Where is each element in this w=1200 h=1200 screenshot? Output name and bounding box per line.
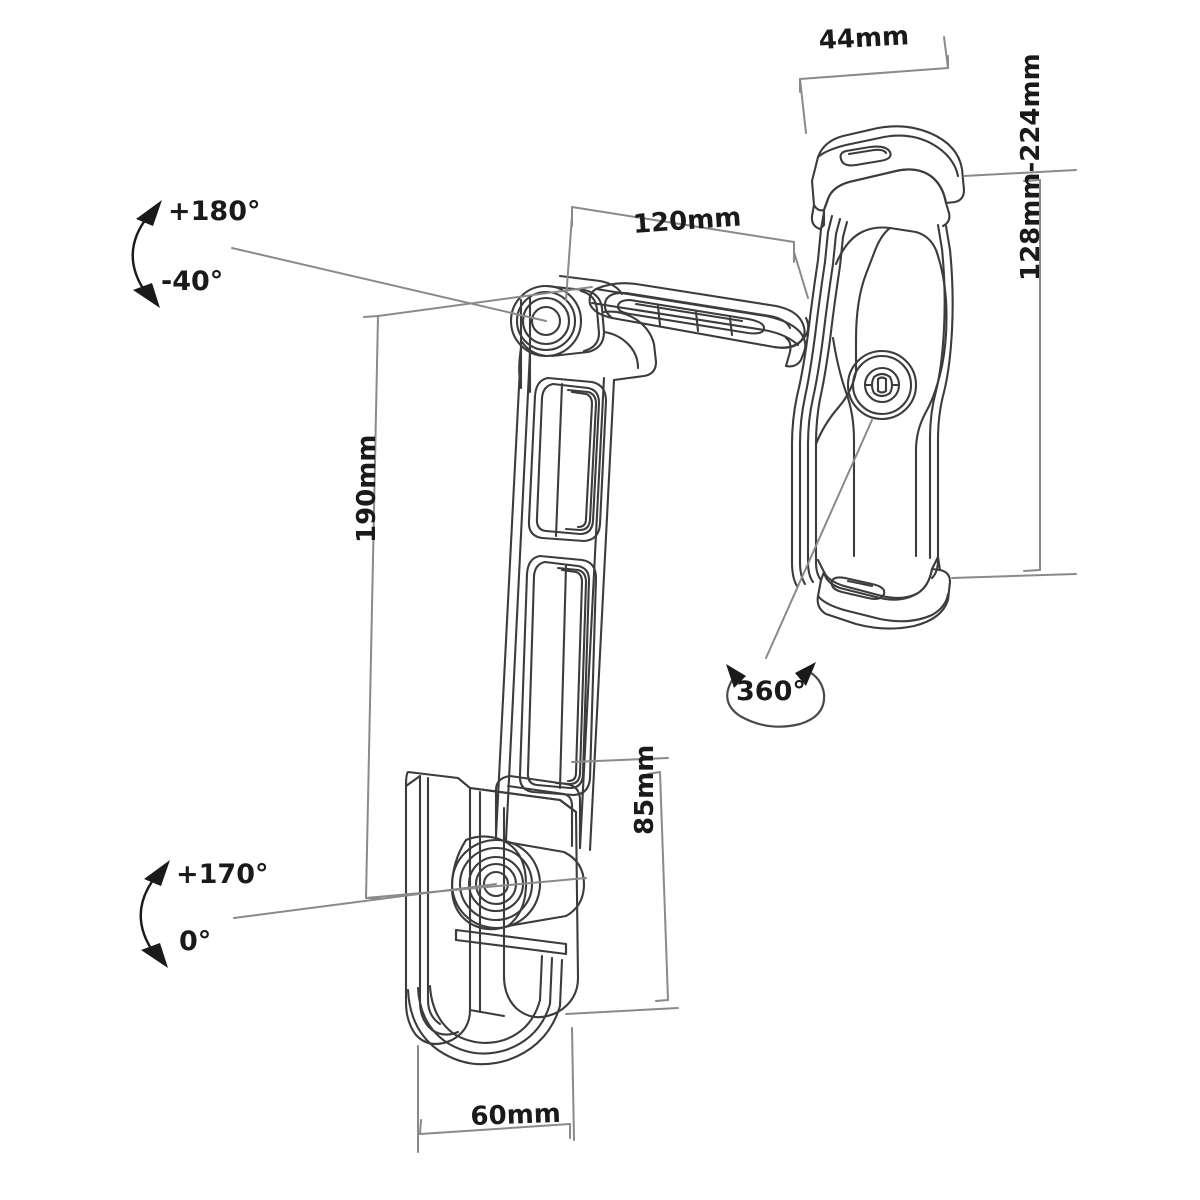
- dim-label-85mm: 85mm: [630, 744, 660, 835]
- holder-top-jaw: [810, 125, 966, 231]
- arrowhead-360-right: [795, 662, 816, 686]
- arrowhead-upper-bottom: [133, 283, 160, 308]
- upper-extension-arm: [588, 282, 810, 368]
- dim-label-60mm: 60mm: [470, 1098, 562, 1132]
- holder-bottom-jaw: [816, 555, 952, 630]
- base-mount-block: [404, 770, 586, 1066]
- leader-upper-joint: [231, 247, 547, 322]
- leader-swivel: [765, 419, 873, 659]
- dim-190mm: [363, 286, 593, 899]
- dim-128-224mm: [951, 169, 1077, 579]
- dim-85mm: [565, 757, 679, 1015]
- angle-label-lower-max: +170°: [176, 859, 269, 890]
- arrowhead-lower-top: [144, 860, 170, 886]
- dim-label-190mm: 190mm: [352, 434, 382, 543]
- angle-label-lower-min: 0°: [179, 926, 212, 957]
- holder-body: [790, 210, 954, 630]
- dim-44mm: [799, 36, 949, 134]
- upper-pivot-joint: [509, 274, 658, 394]
- dim-label-128-224mm: 128mm-224mm: [1016, 53, 1046, 281]
- dim-60mm: [417, 1027, 575, 1153]
- angle-label-upper-min: -40°: [161, 266, 224, 297]
- dim-120mm: [565, 206, 809, 301]
- leader-lower-joint: [233, 883, 497, 919]
- main-vertical-arm: [494, 346, 616, 852]
- arc-arrow-upper: [131, 214, 150, 294]
- arrowhead-upper-top: [136, 200, 162, 226]
- swivel-disc-360: [846, 349, 918, 421]
- arrowhead-lower-bottom: [141, 943, 168, 968]
- angle-label-upper-max: +180°: [168, 196, 261, 227]
- angle-label-swivel: 360°: [736, 676, 806, 707]
- arc-ellipse-360: [726, 669, 826, 728]
- arc-arrow-lower: [139, 874, 158, 954]
- dim-label-44mm: 44mm: [818, 21, 910, 56]
- arrowhead-360-left: [726, 664, 746, 688]
